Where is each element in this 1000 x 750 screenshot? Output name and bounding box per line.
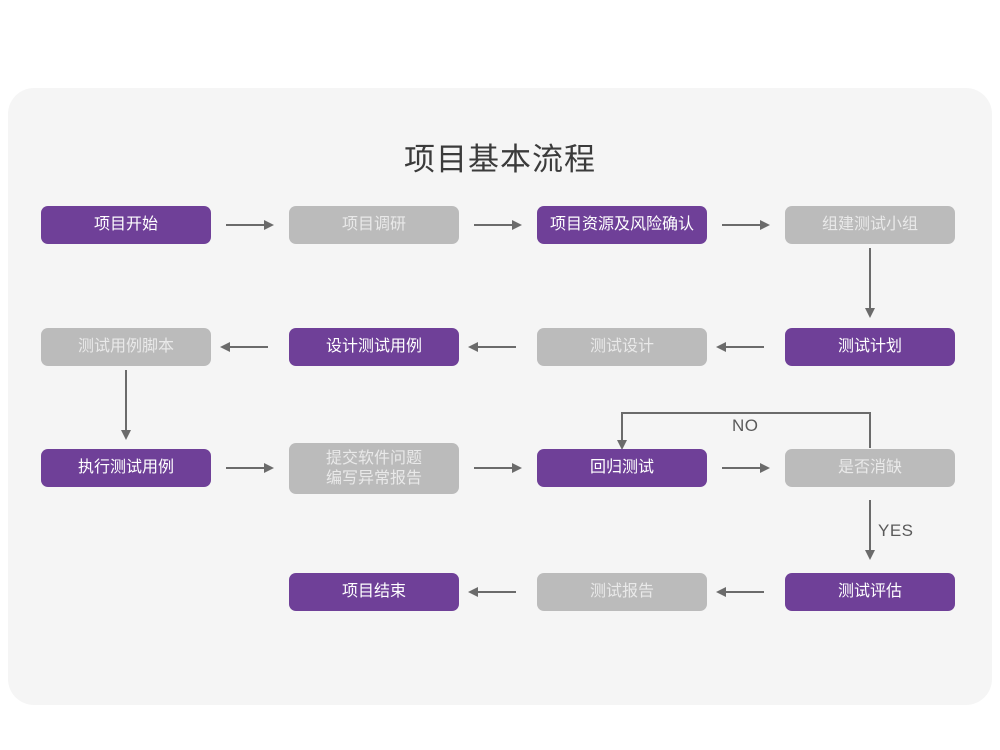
arrow-line-r2-1 (228, 346, 268, 348)
arrow-head-right-r1-1 (264, 219, 274, 230)
arrow-head-left-r2-2 (468, 341, 478, 352)
yes-line (869, 500, 871, 552)
arrow-line-r2-3 (724, 346, 764, 348)
arrow-head-right-r3-3 (760, 462, 770, 473)
node-project-start[interactable]: 项目开始 (41, 206, 211, 244)
node-test-evaluation[interactable]: 测试评估 (785, 573, 955, 611)
arrow-line-r3-3 (722, 467, 762, 469)
arrow-head-right-r3-2 (512, 462, 522, 473)
arrow-head-left-r2-3 (716, 341, 726, 352)
node-test-report[interactable]: 测试报告 (537, 573, 707, 611)
arrow-line-r3-2 (474, 467, 514, 469)
node-test-case-script[interactable]: 测试用例脚本 (41, 328, 211, 366)
arrow-line-r1-1 (226, 224, 266, 226)
arrow-head-left-r4-1 (468, 586, 478, 597)
arrow-head-down-right (864, 308, 875, 318)
node-build-test-team[interactable]: 组建测试小组 (785, 206, 955, 244)
node-regression-test[interactable]: 回归测试 (537, 449, 707, 487)
arrow-head-down-regression (616, 440, 627, 450)
arrow-line-r1-3 (722, 224, 762, 226)
node-resource-risk-confirm[interactable]: 项目资源及风险确认 (537, 206, 707, 244)
no-loop-top-segment (621, 412, 870, 414)
node-defect-cleared[interactable]: 是否消缺 (785, 449, 955, 487)
arrow-head-right-r1-3 (760, 219, 770, 230)
arrow-head-down-left (120, 430, 131, 440)
arrow-line-down-left (125, 370, 127, 432)
arrow-line-r3-1 (226, 467, 266, 469)
arrow-line-r1-2 (474, 224, 514, 226)
node-test-design[interactable]: 测试设计 (537, 328, 707, 366)
yes-label: YES (878, 521, 914, 540)
node-project-end[interactable]: 项目结束 (289, 573, 459, 611)
arrow-head-left-r2-1 (220, 341, 230, 352)
node-design-test-case[interactable]: 设计测试用例 (289, 328, 459, 366)
no-loop-right-segment (869, 412, 871, 448)
arrow-head-right-r1-2 (512, 219, 522, 230)
no-label: NO (732, 416, 759, 435)
no-loop-left-segment (621, 412, 623, 442)
arrow-line-r4-1 (476, 591, 516, 593)
flowchart-card (8, 88, 992, 705)
node-execute-test-case[interactable]: 执行测试用例 (41, 449, 211, 487)
arrow-line-r2-2 (476, 346, 516, 348)
arrow-head-right-r3-1 (264, 462, 274, 473)
arrow-head-left-r4-2 (716, 586, 726, 597)
arrow-line-down-right (869, 248, 871, 310)
arrow-head-down-yes (864, 550, 875, 560)
arrow-line-r4-2 (724, 591, 764, 593)
node-test-plan[interactable]: 测试计划 (785, 328, 955, 366)
node-project-research[interactable]: 项目调研 (289, 206, 459, 244)
node-submit-issue-report[interactable]: 提交软件问题 编写异常报告 (289, 443, 459, 494)
page-title: 项目基本流程 (404, 142, 596, 177)
